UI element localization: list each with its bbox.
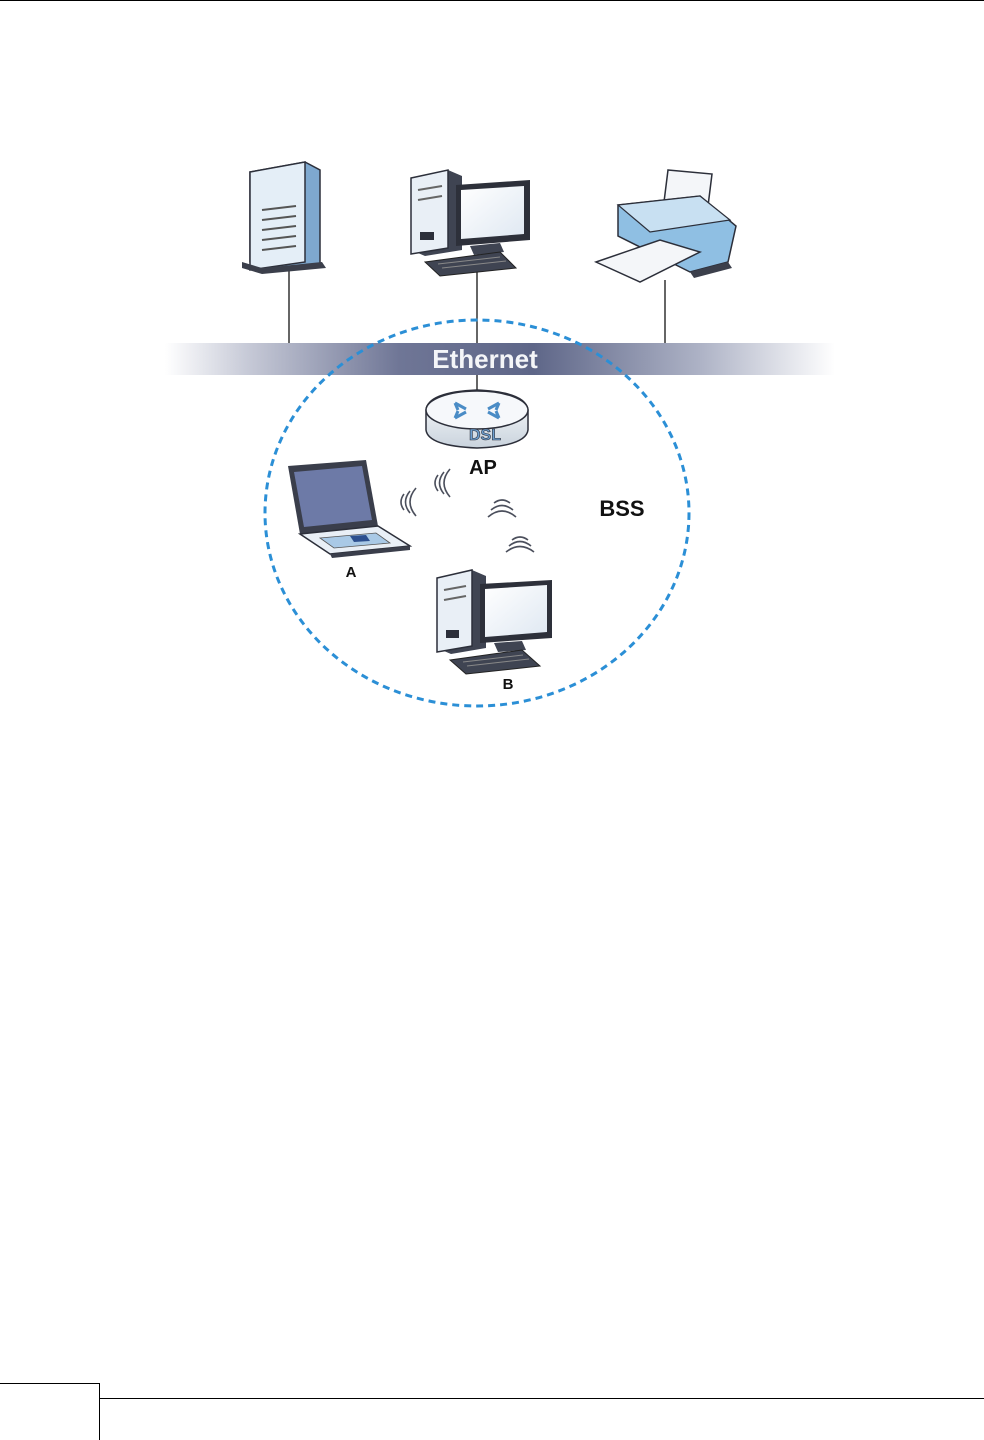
bss-network-diagram: Ethernet: [0, 0, 984, 760]
ethernet-label: Ethernet: [432, 344, 538, 374]
server-icon: [242, 162, 326, 274]
printer-icon: [596, 170, 736, 282]
router-icon: DSL: [426, 390, 528, 448]
ethernet-bus: Ethernet: [165, 343, 835, 375]
ethernet-connectors: [289, 268, 665, 400]
router-dsl-badge: DSL: [469, 427, 501, 444]
desktop-pc-icon: [437, 570, 552, 674]
ap-label: AP: [469, 457, 497, 479]
station-a-label: A: [346, 564, 357, 581]
bss-label: BSS: [599, 496, 644, 521]
desktop-pc-icon: [411, 170, 530, 276]
station-b-label: B: [503, 676, 514, 693]
page-footer-rule: [100, 1398, 984, 1399]
page-number-box: [0, 1383, 100, 1440]
wireless-signal-icon: [401, 469, 450, 516]
laptop-icon: [288, 460, 410, 558]
wireless-signal-icon: [488, 500, 534, 552]
